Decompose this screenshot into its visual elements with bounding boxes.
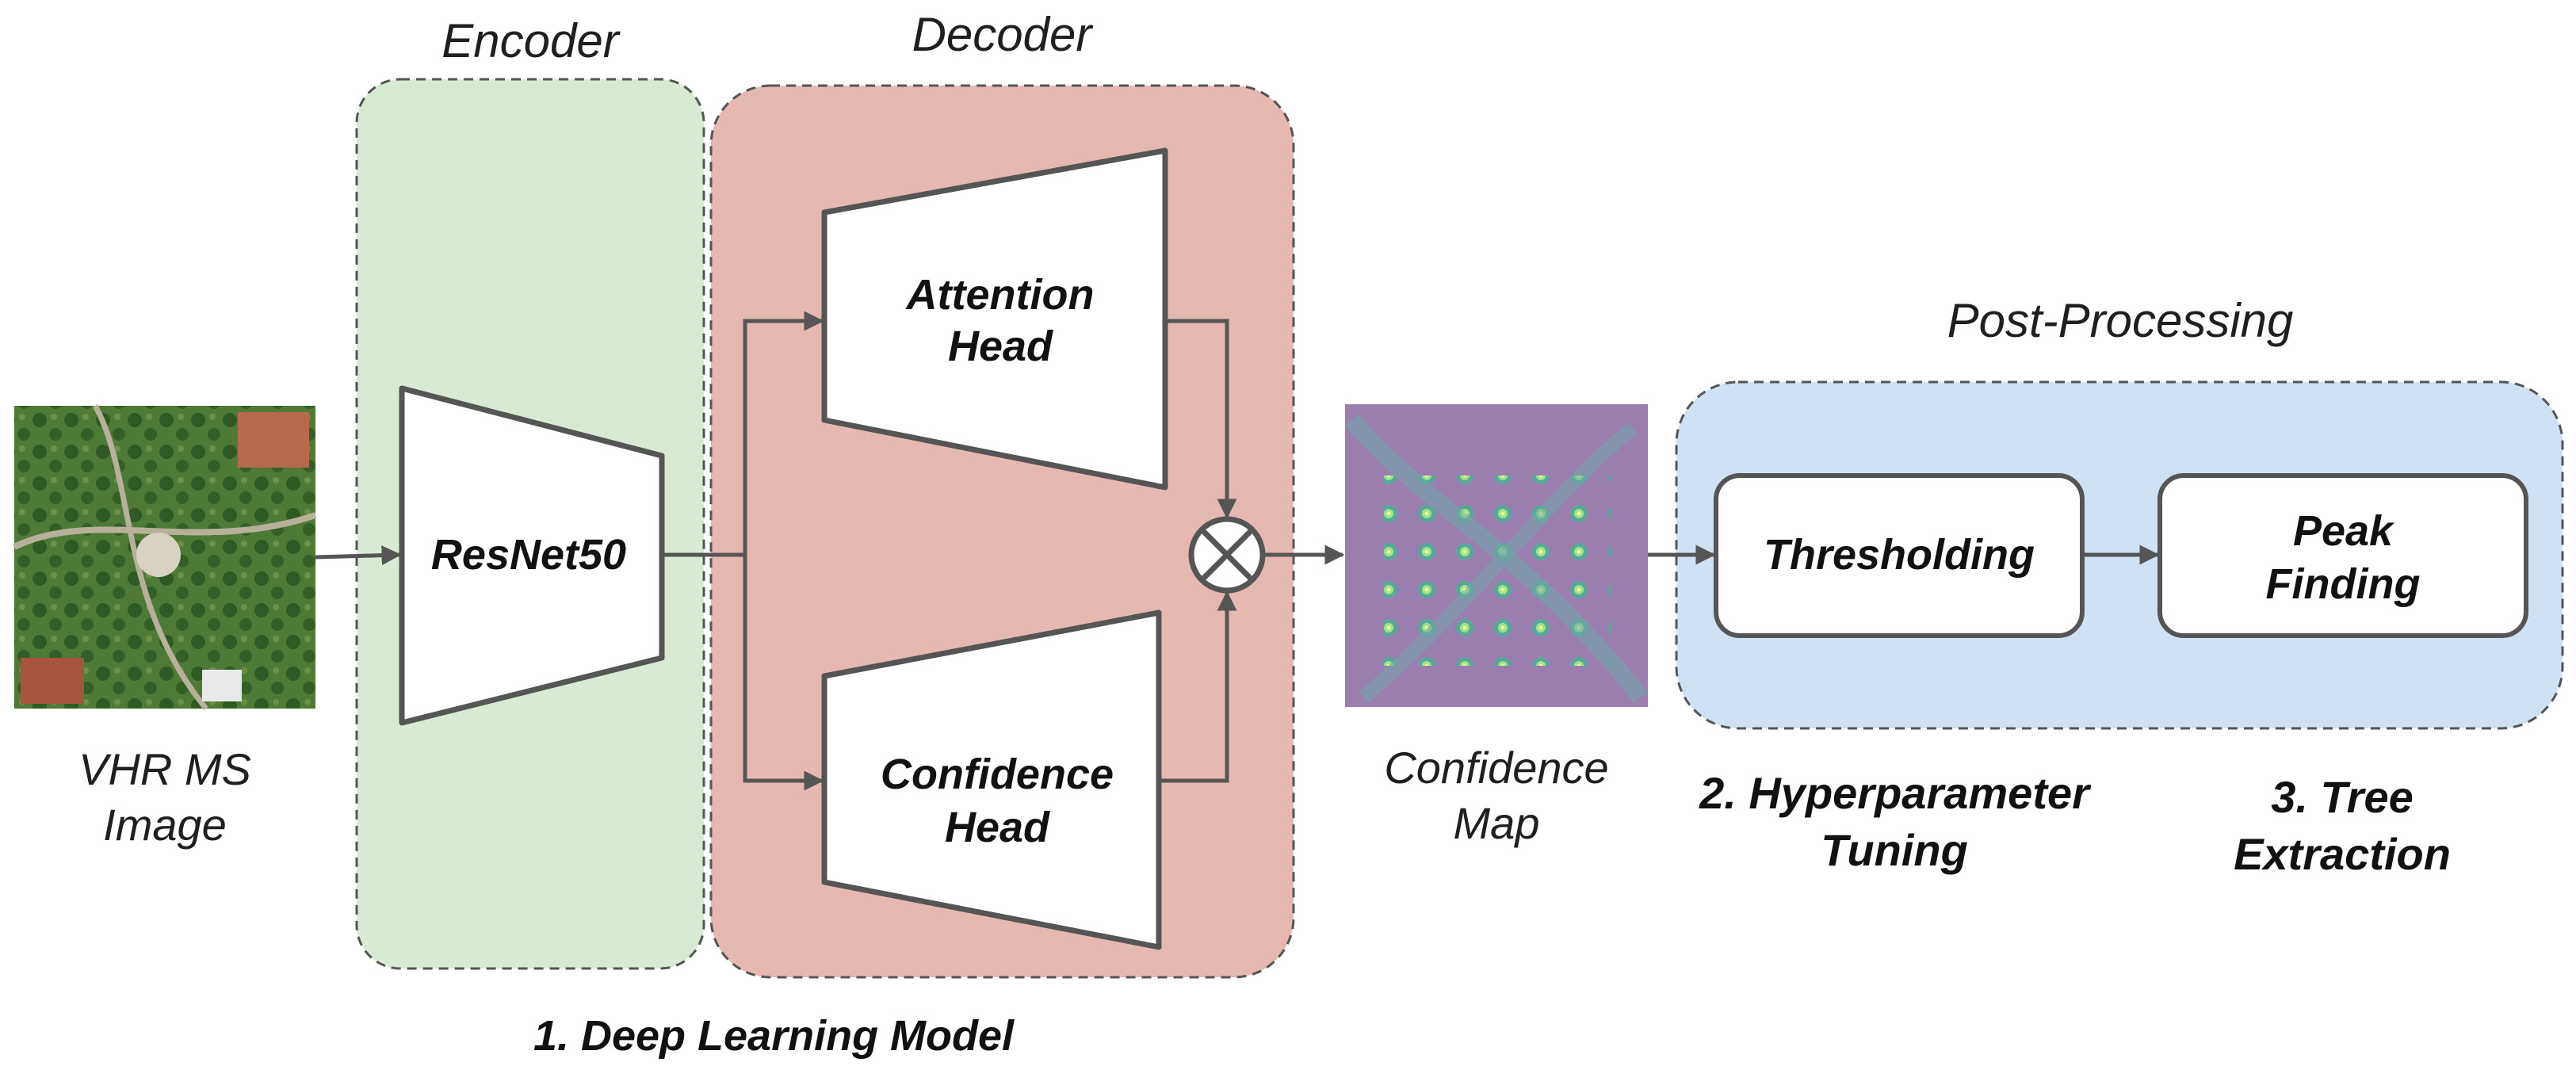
confidence-map-image: [1344, 404, 1648, 707]
output-caption-line1: Confidence: [1384, 743, 1608, 793]
input-caption-line1: VHR MS: [78, 744, 251, 794]
stage1-label: 1. Deep Learning Model: [533, 1012, 1015, 1060]
decoder-title: Decoder: [912, 8, 1094, 61]
post-processing-title: Post-Processing: [1947, 294, 2294, 347]
arrow-attention-to-multiply: [1165, 319, 1237, 519]
input-image: [13, 404, 317, 711]
confidence-head-label-line1: Confidence: [881, 751, 1114, 798]
confidence-head-label-line2: Head: [945, 804, 1050, 851]
arrow-confidence-to-multiply: [1159, 590, 1237, 783]
arrow-split-to-attention: [743, 311, 824, 555]
arrow-image-to-resnet: [315, 545, 402, 566]
thresholding-label: Thresholding: [1764, 531, 2035, 579]
attention-head-label-line1: Attention: [905, 271, 1095, 319]
attention-head-label-line2: Head: [948, 323, 1053, 370]
stage3-label-line1: 3. Tree: [2271, 772, 2414, 822]
encoder-title: Encoder: [441, 14, 620, 67]
peak-finding-label-line2: Finding: [2266, 560, 2421, 608]
confidence-head-block: [821, 609, 1162, 950]
stage2-label-line1: 2. Hyperparameter: [1699, 768, 2092, 818]
resnet50-label: ResNet50: [431, 531, 626, 579]
resnet50-block: [399, 385, 665, 726]
peak-finding-box: [2157, 473, 2528, 638]
stage2-label-line2: Tuning: [1821, 825, 1968, 875]
multiply-circle-icon: [1188, 516, 1266, 594]
stage3-label-line2: Extraction: [2234, 829, 2451, 879]
attention-head-block: [821, 147, 1168, 491]
arrow-split-to-confidence: [743, 555, 824, 791]
peak-finding-label-line1: Peak: [2293, 507, 2395, 555]
input-caption-line2: Image: [103, 800, 227, 850]
output-caption-line2: Map: [1454, 798, 1540, 848]
